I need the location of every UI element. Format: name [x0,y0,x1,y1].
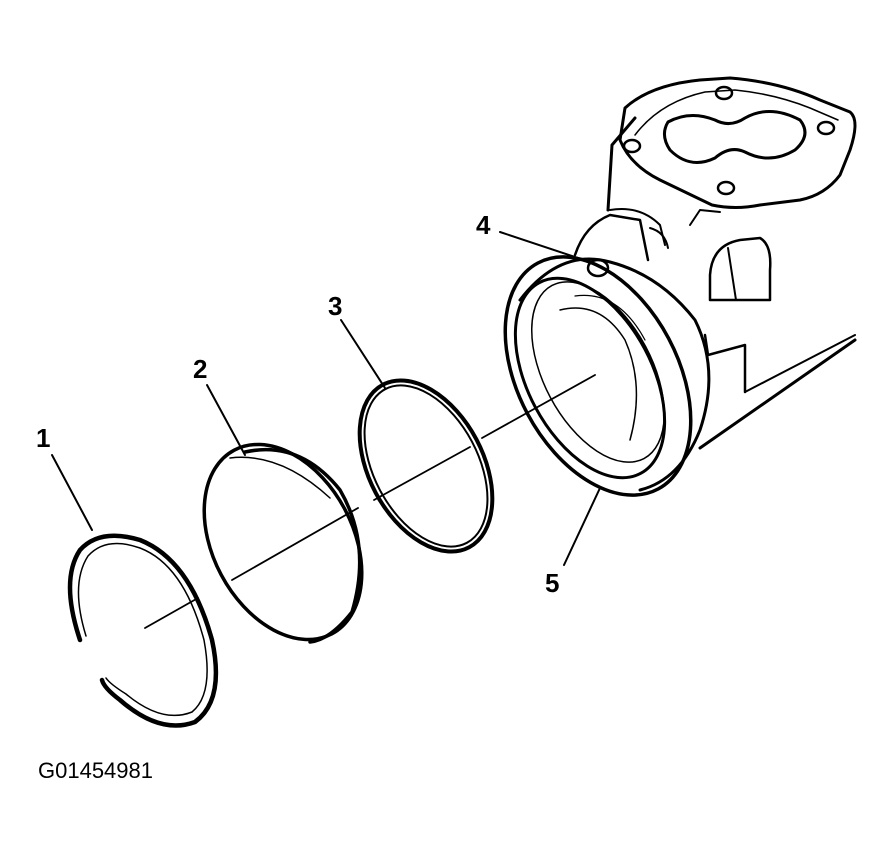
figure-id-label: G01454981 [38,758,153,783]
callout-4: 4 [476,210,491,240]
callout-5: 5 [545,568,560,598]
leader-lines [51,231,601,566]
callout-3: 3 [328,291,343,321]
part-2-cover-disc [202,442,364,644]
center-axis [144,374,596,629]
callout-2: 2 [193,354,208,384]
housing [503,76,857,497]
part-1-snap-ring [67,533,219,728]
callout-1: 1 [36,423,51,453]
part-3-seal-ring [357,378,495,554]
